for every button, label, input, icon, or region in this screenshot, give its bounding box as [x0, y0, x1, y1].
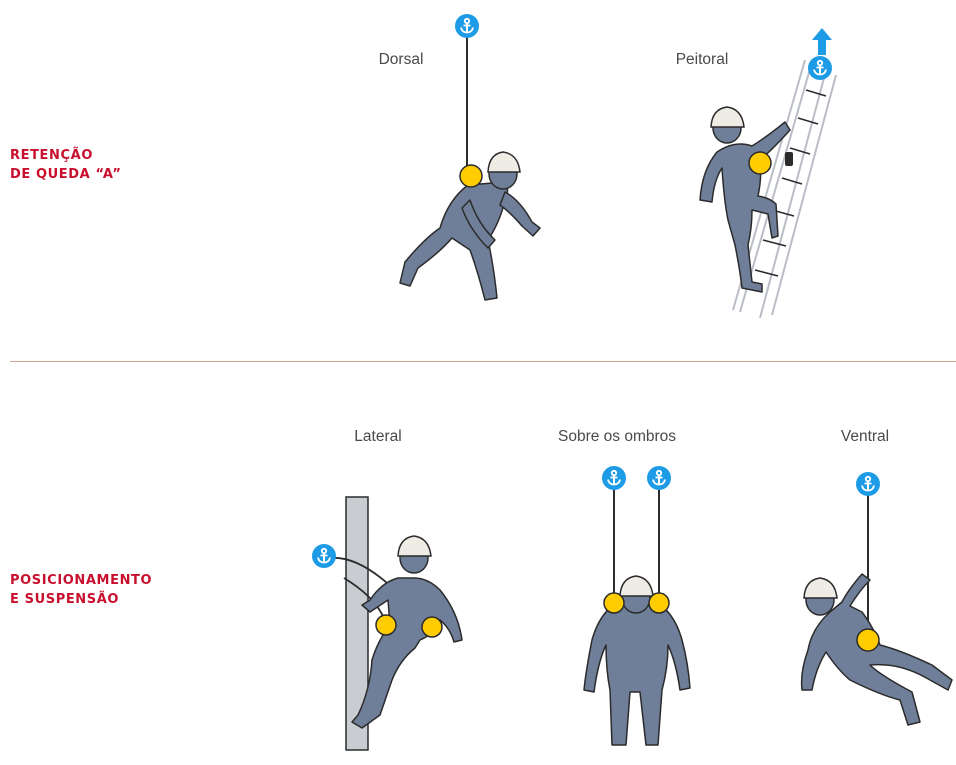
figure-peitoral	[700, 28, 836, 318]
anchor-icon	[856, 472, 880, 496]
figure-ventral	[802, 472, 952, 725]
anchor-icon	[808, 56, 832, 80]
figure-lateral	[312, 497, 462, 750]
figure-dorsal	[400, 14, 540, 300]
anchor-icon	[602, 466, 626, 490]
anchor-icon	[312, 544, 336, 568]
anchor-icon	[455, 14, 479, 38]
figure-sobre-os-ombros	[584, 466, 690, 745]
anchor-icon	[647, 466, 671, 490]
